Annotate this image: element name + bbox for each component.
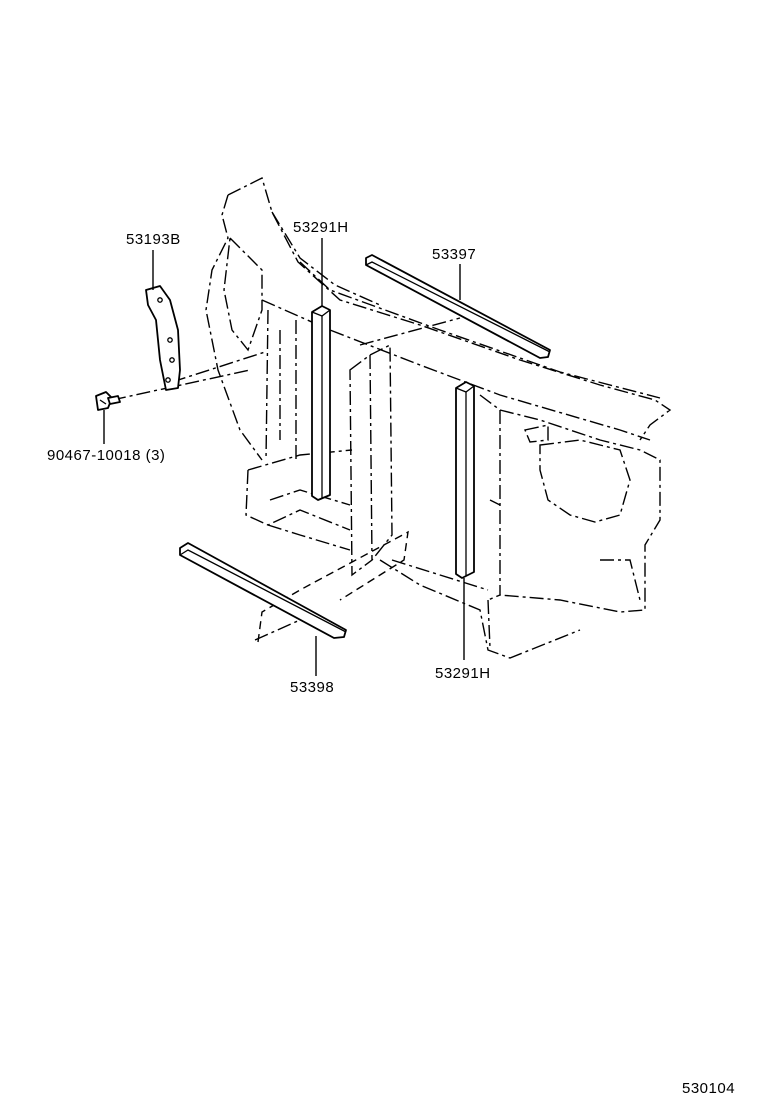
diagram-code: 530104 xyxy=(682,1080,735,1097)
seal-53291h-right-part xyxy=(455,381,475,579)
label-53398: 53398 xyxy=(290,679,334,696)
label-bolt: 90467-10018 (3) xyxy=(47,447,165,464)
leader-lines xyxy=(103,238,465,676)
bolt-part xyxy=(95,391,121,411)
label-53291h-lower: 53291H xyxy=(435,665,491,682)
seal-53397-part xyxy=(365,254,551,359)
label-53397: 53397 xyxy=(432,246,476,263)
label-53193b: 53193B xyxy=(126,231,181,248)
label-53291h-upper: 53291H xyxy=(293,219,349,236)
retainer-bracket-part xyxy=(145,285,181,391)
seal-53291h-left-part xyxy=(311,305,331,501)
radiator-support-outline xyxy=(111,176,672,659)
seal-53398-part xyxy=(179,542,347,639)
